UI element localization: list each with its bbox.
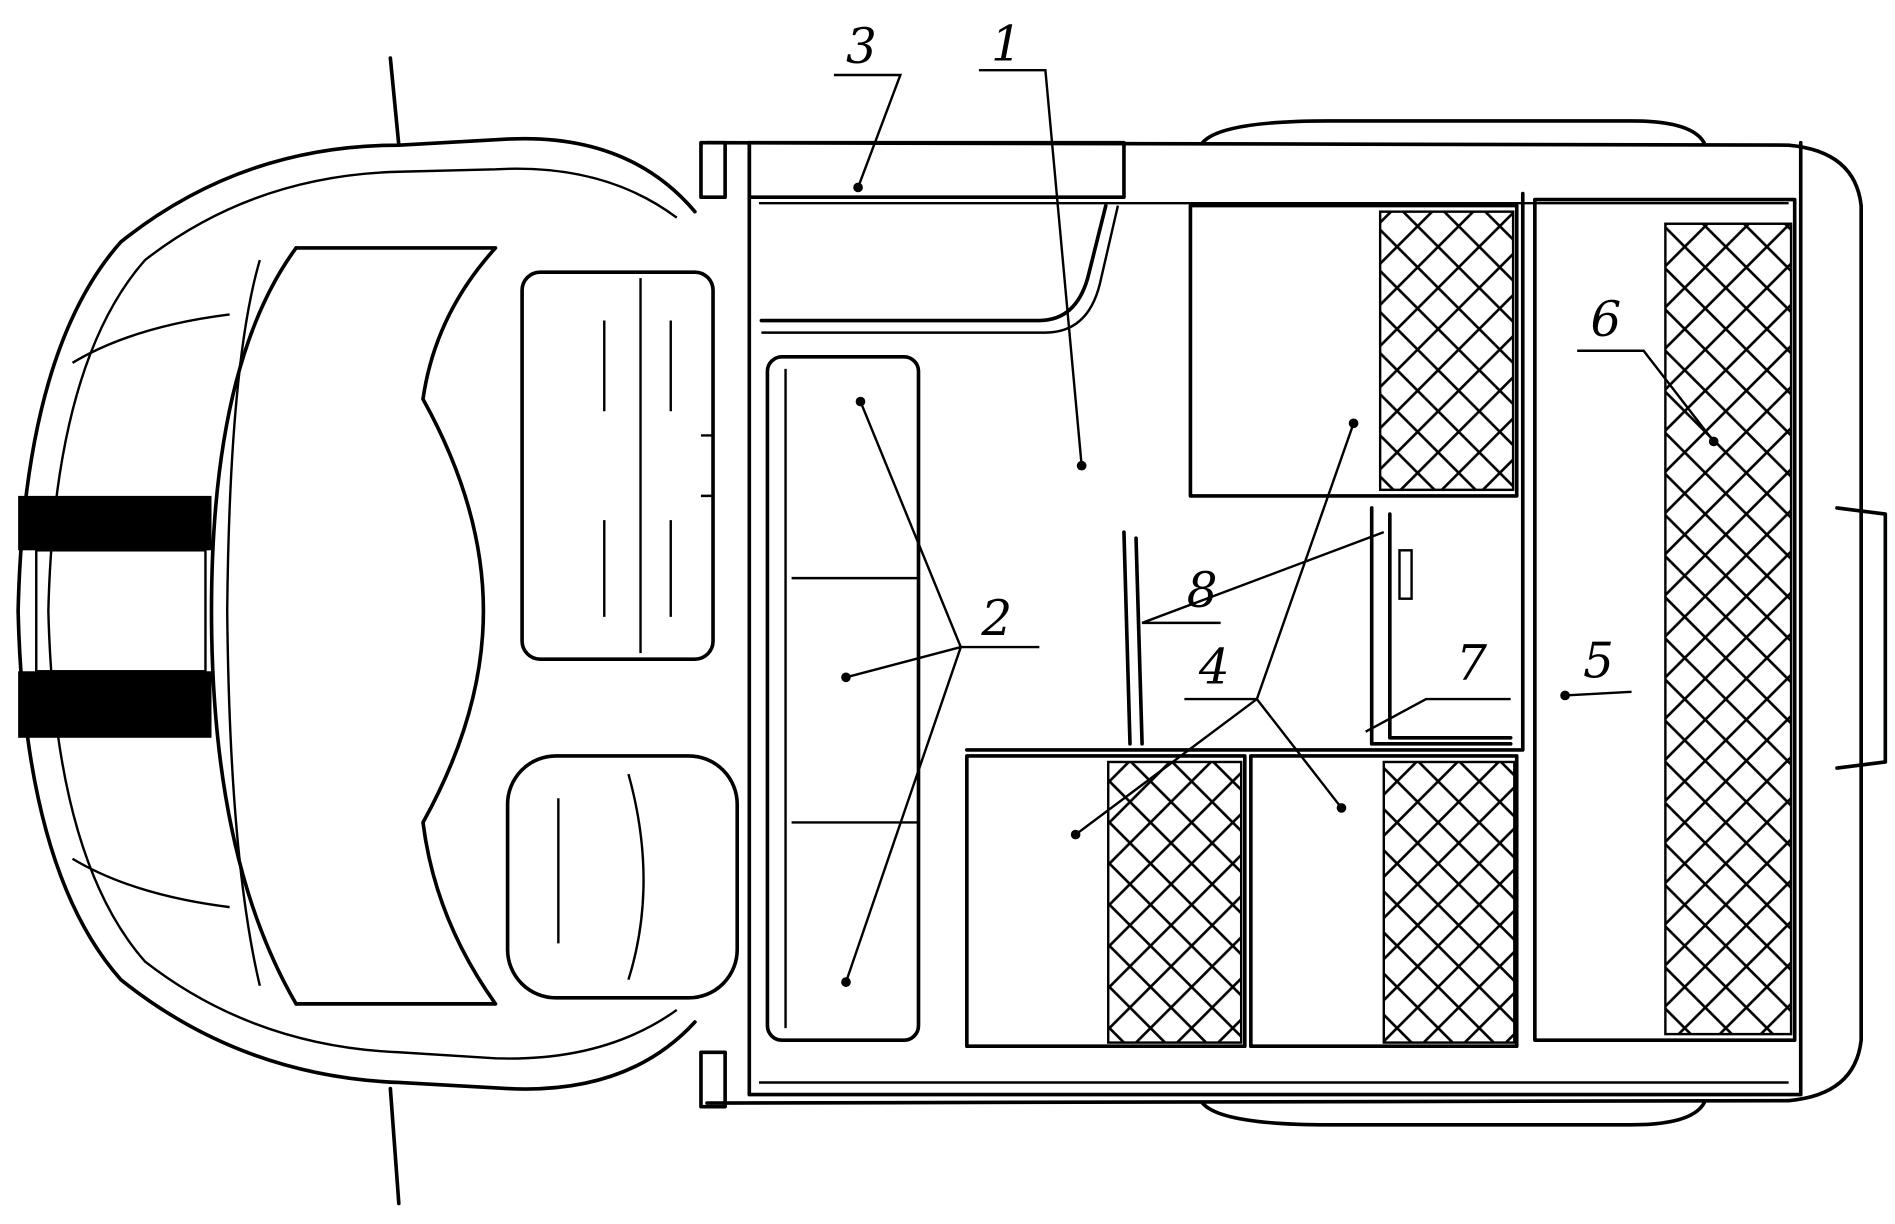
label-5: 5 [1583, 633, 1614, 689]
stretcher-6 [1533, 197, 1797, 1042]
cabinet-4-lower-right [1249, 754, 1519, 1049]
label-1: 1 [991, 16, 1022, 72]
cab-seats [505, 270, 740, 1000]
label-6: 6 [1590, 292, 1621, 348]
label-3: 3 [846, 19, 877, 75]
hood-stripes [18, 495, 212, 738]
callouts: 3 1 2 8 4 7 5 6 [833, 16, 1719, 987]
label-2: 2 [980, 591, 1012, 647]
cabinet-4-upper [1188, 203, 1519, 498]
cabinet-3 [747, 140, 1126, 199]
label-4: 4 [1198, 639, 1230, 695]
cabinet-4-lower-left [965, 754, 1247, 1049]
bench-2 [765, 354, 921, 1042]
cargo-compartment [747, 140, 1803, 1097]
label-7: 7 [1456, 636, 1487, 692]
label-8: 8 [1187, 563, 1218, 619]
van-body [16, 56, 1888, 1206]
